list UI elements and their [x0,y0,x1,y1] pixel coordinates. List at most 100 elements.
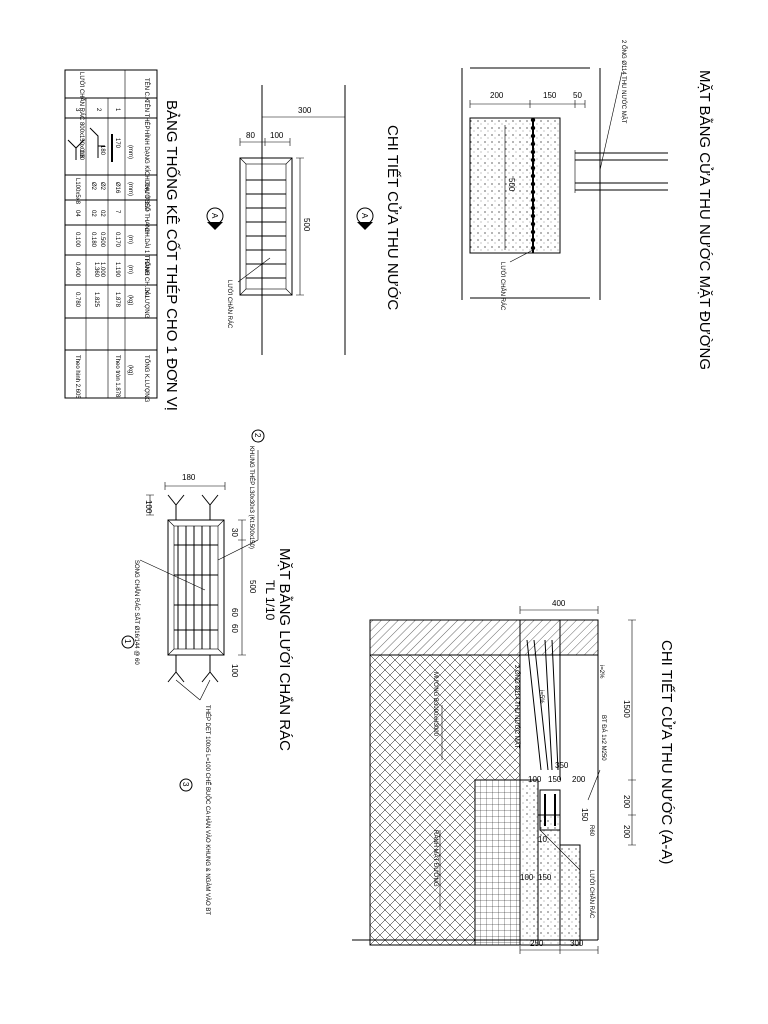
sec-dim-300: 300 [570,939,584,948]
grate-plan: MẶT BẰNG LƯỚI CHẮN RÁC TL 1/10 180 100 3… [121,429,294,915]
svg-text:2: 2 [95,108,101,112]
grate-dim-180: 180 [182,473,196,482]
detail-dim-500: 500 [302,218,311,232]
svg-text:0.170: 0.170 [114,232,120,248]
svg-text:Ø2: Ø2 [90,182,96,191]
sec-dim-100a: 100 [528,775,542,784]
detail-inlet: CHI TIẾT CỬA THU NƯỚC 300 80 100 500 A A… [206,85,402,355]
detail-dim-300: 300 [298,106,312,115]
sec-dim-100b: 100 [520,873,534,882]
section-grate [539,789,581,871]
table-row: 2 180 Ø2 02 0.500 1.000 [89,108,105,278]
svg-text:180: 180 [99,145,105,156]
svg-text:1.000: 1.000 [99,262,105,278]
detail-grate [239,157,293,296]
label-section-grate: LƯỚI CHẮN RÁC [588,870,596,919]
label-section-pipes: 2 ỐNG Ø114 THU NƯỚC MẶT [513,665,520,749]
section-mark-right: A [356,207,374,230]
svg-text:1: 1 [123,639,132,644]
svg-text:7: 7 [114,210,120,214]
plan-grate-row [530,117,536,253]
grate-dim-60b: 60 [230,624,239,633]
svg-text:Theo tròn 1.878: Theo tròn 1.878 [114,355,120,398]
svg-text:(kg): (kg) [127,295,133,305]
svg-text:04: 04 [74,210,80,217]
svg-text:100: 100 [78,150,84,161]
label-radius: R60 [588,825,594,837]
label-concrete: BT ĐÁ 1x2 M250 [600,715,607,761]
svg-text:(mm): (mm) [127,145,133,159]
th-shape: HÌNH DẠNG KÍCH THƯỚC [143,130,150,204]
table-row: 1 170 Ø16 7 0.170 1.190 1.878 Theo tròn … [111,108,120,398]
callout-bars: SONG CHẮN RÁC SẮT Ø16/144 @ 60 1 [121,559,206,665]
grate-anchor-bottom [167,655,219,683]
svg-text:2: 2 [253,433,262,438]
th-count: SỐ THANH [143,203,150,234]
grate-plan-scale: TL 1/10 [263,580,277,621]
plan-dim-200: 200 [490,91,504,100]
th-name-ck: TÊN C.K [143,78,151,102]
sec-dim-200b: 200 [622,825,631,839]
sec-dim-250: 250 [530,939,544,948]
sec-dim-150a: 150 [548,775,562,784]
grate-dim-30: 30 [230,528,239,537]
plan-dim-150: 150 [543,91,557,100]
svg-text:1.190: 1.190 [114,262,120,278]
plan-pipe-label: 2 ỐNG Ø114 THU NƯỚC MẶT [620,40,627,124]
grate-dim-100-bot: 100 [230,664,239,678]
section-aa: CHI TIẾT CỬA THU NƯỚC (A-A) 400 1500 200… [352,599,676,954]
svg-text:(kg): (kg) [127,365,133,375]
callout-anchor: THÉP DẸT 100x5 L=100 CHẾ BUỘC CA HÀN VÀO… [175,679,211,915]
detail-dim-100: 100 [270,131,284,140]
sec-dim-150b: 150 [580,808,589,822]
inclined-pipes [526,639,559,771]
th-steel-name: TÊN THÉP [143,100,151,130]
svg-text:(m): (m) [127,265,133,274]
sec-dim-1500: 1500 [622,700,631,718]
sec-dim-400: 400 [552,599,566,608]
plan-inlet: MẶT BẰNG CỬA THU NƯỚC MẶT ĐƯỜNG 200 150 … [461,40,714,370]
th-type: LOẠI THÉP [143,180,150,211]
grate-dim-100-top: 100 [144,500,153,514]
detail-grate-label: LƯỚI CHẮN RÁC [226,280,234,329]
plan-inlet-title: MẶT BẰNG CỬA THU NƯỚC MẶT ĐƯỜNG [696,70,714,370]
rebar-table-title: BẢNG THỐNG KÊ CỐT THÉP CHO 1 ĐƠN VỊ [163,100,181,411]
slope-road: i=2% [598,665,604,679]
svg-text:1.360: 1.360 [93,262,99,278]
svg-text:0.400: 0.400 [74,262,80,278]
callout-frame: 2 KHUNG THÉP L30x30x3 (Kt.500x150) [217,429,265,561]
svg-text:3: 3 [181,782,190,787]
svg-text:Theo hình 2.605: Theo hình 2.605 [74,355,80,399]
svg-text:(mm): (mm) [127,182,133,196]
label-gutter: RÃNH MẶT ĐƯỜNG [432,830,439,887]
plan-dim-50: 50 [573,91,582,100]
table-group-label: LƯỚI CHẮN RÁC 800x150x016 [78,72,86,159]
svg-text:1: 1 [114,108,120,112]
label-channel: MƯƠNG B3000xH3000 [432,672,438,737]
th-total: TỔNG CH.DÀI [143,258,150,298]
th-tmass: TỔNG K.LƯỢNG [143,355,150,403]
svg-text:170: 170 [114,138,120,149]
label-anchor: THÉP DẸT 100x5 L=100 CHẾ BUỘC CA HÀN VÀO… [204,705,211,915]
section-aa-title: CHI TIẾT CỬA THU NƯỚC (A-A) [658,640,676,864]
th-len: CH.DÀI 1 THANH [143,228,150,276]
grate-dim-60a: 60 [230,608,239,617]
sec-dim-150c: 150 [538,873,552,882]
svg-text:(m): (m) [127,235,133,244]
svg-text:02: 02 [90,210,96,217]
table-row: Ø2 02 0.180 1.360 1.825 [90,182,99,308]
svg-text:0.180: 0.180 [90,232,96,248]
svg-text:A: A [360,213,369,219]
svg-text:L100x5x8: L100x5x8 [74,178,80,205]
sec-dim-200c: 200 [572,775,586,784]
plan-grate-label: LƯỚI CHẮN RÁC [499,262,507,311]
svg-text:Ø16: Ø16 [114,182,120,194]
svg-text:3: 3 [74,108,80,112]
label-frame: KHUNG THÉP L30x30x3 (Kt.500x150) [248,446,255,549]
svg-text:0.780: 0.780 [74,292,80,308]
grate-plan-title: MẶT BẰNG LƯỚI CHẮN RÁC [276,548,294,751]
svg-text:0.500: 0.500 [99,232,105,248]
svg-text:0.100: 0.100 [74,232,80,248]
svg-text:A: A [210,213,219,219]
